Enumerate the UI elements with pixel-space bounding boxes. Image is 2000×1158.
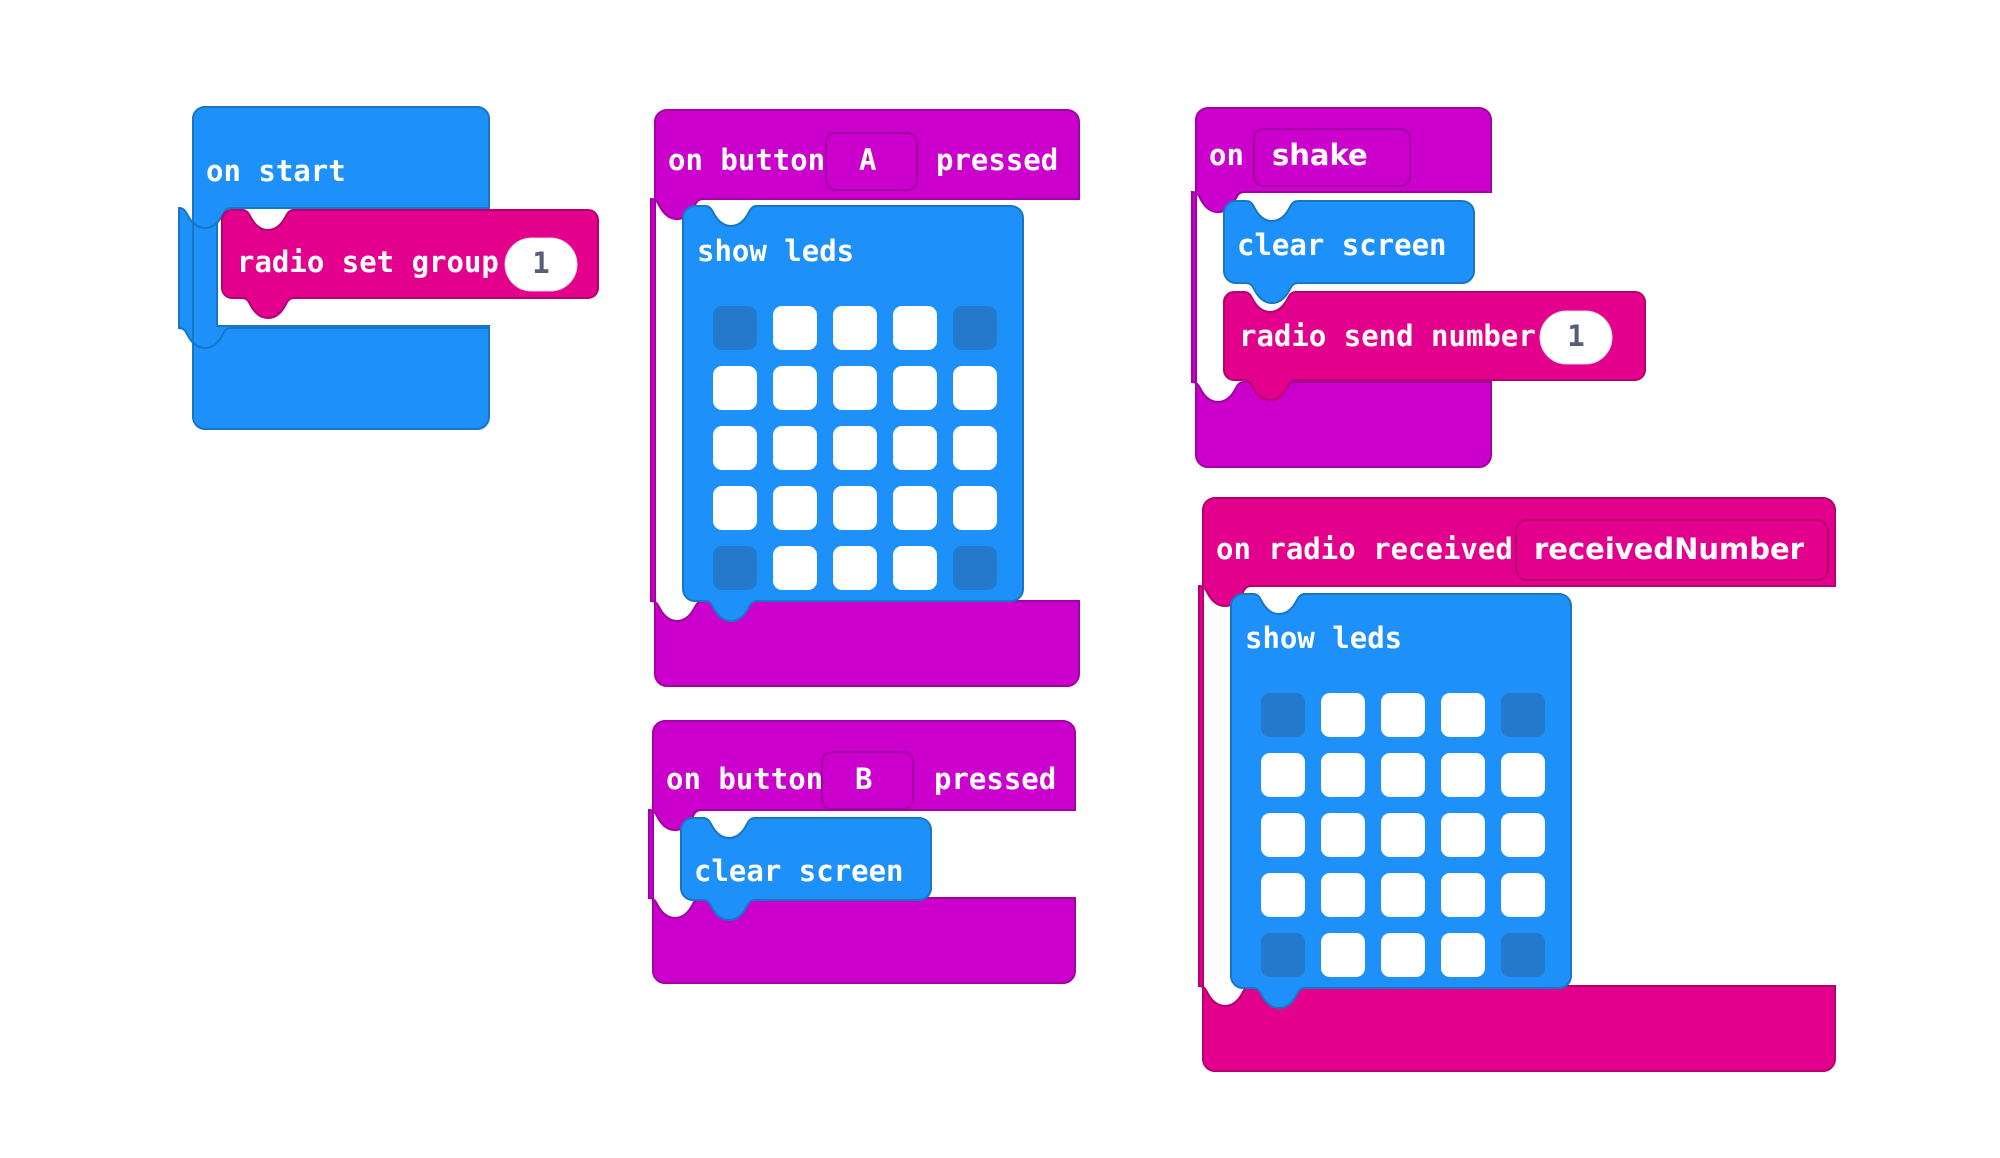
led-a-1-3[interactable] [893, 366, 937, 410]
led-a-1-2[interactable] [833, 366, 877, 410]
on-button-pressed-block-b[interactable] [648, 720, 1076, 984]
led-a-2-3[interactable] [893, 426, 937, 470]
led-r-3-0[interactable] [1261, 873, 1305, 917]
led-a-3-2[interactable] [833, 486, 877, 530]
led-a-4-2[interactable] [833, 546, 877, 590]
button-select-b[interactable] [821, 751, 914, 810]
led-matrix-radio[interactable] [1261, 693, 1545, 977]
send-number-value: 1 [1567, 319, 1584, 353]
led-r-0-4[interactable] [1501, 693, 1545, 737]
led-a-3-1[interactable] [773, 486, 817, 530]
gesture-select[interactable] [1253, 128, 1411, 187]
show-leds-label-a: show leds [697, 234, 854, 268]
led-a-2-4[interactable] [953, 426, 997, 470]
on-button-label-b-post: pressed [934, 762, 1056, 796]
led-a-2-0[interactable] [713, 426, 757, 470]
radio-send-number-label: radio send number [1239, 319, 1536, 353]
on-start-block-body[interactable] [178, 106, 490, 430]
led-matrix-a[interactable] [713, 306, 997, 590]
led-r-4-3[interactable] [1441, 933, 1485, 977]
show-leds-label-radio: show leds [1245, 621, 1402, 655]
send-number-field[interactable] [1539, 310, 1613, 365]
led-r-3-4[interactable] [1501, 873, 1545, 917]
radio-set-group-block[interactable] [221, 209, 599, 320]
on-start-script[interactable]: on start radio set group 1 [178, 106, 599, 430]
on-start-label: on start [206, 154, 346, 188]
led-r-4-2[interactable] [1381, 933, 1425, 977]
led-r-2-1[interactable] [1321, 813, 1365, 857]
led-a-0-2[interactable] [833, 306, 877, 350]
led-a-4-1[interactable] [773, 546, 817, 590]
received-number-param[interactable] [1515, 519, 1829, 581]
on-button-a-script[interactable]: on button A pressed show leds [650, 109, 1080, 687]
led-a-0-0[interactable] [713, 306, 757, 350]
on-radio-received-script[interactable]: on radio received receivedNumber show le… [1198, 497, 1836, 1072]
led-a-0-3[interactable] [893, 306, 937, 350]
led-a-2-1[interactable] [773, 426, 817, 470]
clear-screen-block-b[interactable] [680, 817, 932, 922]
led-r-3-1[interactable] [1321, 873, 1365, 917]
led-r-0-2[interactable] [1381, 693, 1425, 737]
led-r-1-0[interactable] [1261, 753, 1305, 797]
button-select-a[interactable] [825, 132, 918, 191]
group-number-value: 1 [532, 246, 549, 280]
led-r-4-4[interactable] [1501, 933, 1545, 977]
radio-send-number-block[interactable] [1223, 291, 1646, 402]
led-a-4-3[interactable] [893, 546, 937, 590]
led-r-2-0[interactable] [1261, 813, 1305, 857]
received-number-param-value: receivedNumber [1534, 532, 1805, 566]
led-r-2-2[interactable] [1381, 813, 1425, 857]
led-r-0-0[interactable] [1261, 693, 1305, 737]
led-a-3-4[interactable] [953, 486, 997, 530]
clear-screen-block-shake[interactable] [1223, 200, 1475, 305]
led-a-1-1[interactable] [773, 366, 817, 410]
button-select-b-value: B [855, 762, 872, 796]
show-leds-block-a[interactable] [682, 205, 1024, 623]
clear-screen-label-b: clear screen [694, 854, 904, 888]
led-r-4-1[interactable] [1321, 933, 1365, 977]
on-button-b-script[interactable]: on button B pressed clear screen [648, 720, 1076, 984]
on-button-label-b-pre: on button [666, 762, 823, 796]
button-select-a-value: A [859, 143, 876, 177]
show-leds-block-radio[interactable] [1230, 593, 1572, 1010]
led-a-1-0[interactable] [713, 366, 757, 410]
group-number-field[interactable] [504, 237, 578, 292]
on-radio-received-label: on radio received [1216, 532, 1513, 566]
clear-screen-label-shake: clear screen [1237, 228, 1447, 262]
led-r-1-2[interactable] [1381, 753, 1425, 797]
on-button-pressed-block-a[interactable] [650, 109, 1080, 687]
led-a-2-2[interactable] [833, 426, 877, 470]
gesture-select-value: shake [1272, 138, 1368, 172]
led-r-2-3[interactable] [1441, 813, 1485, 857]
led-a-0-1[interactable] [773, 306, 817, 350]
on-shake-script[interactable]: on shake clear screen radio send number … [1191, 107, 1646, 468]
on-gesture-label-pre: on [1209, 138, 1244, 172]
led-a-4-4[interactable] [953, 546, 997, 590]
led-r-1-4[interactable] [1501, 753, 1545, 797]
led-a-3-0[interactable] [713, 486, 757, 530]
led-a-0-4[interactable] [953, 306, 997, 350]
led-a-3-3[interactable] [893, 486, 937, 530]
radio-set-group-label: radio set group [237, 245, 499, 279]
led-r-0-1[interactable] [1321, 693, 1365, 737]
led-r-4-0[interactable] [1261, 933, 1305, 977]
led-a-1-4[interactable] [953, 366, 997, 410]
led-r-3-3[interactable] [1441, 873, 1485, 917]
led-r-3-2[interactable] [1381, 873, 1425, 917]
led-r-0-3[interactable] [1441, 693, 1485, 737]
led-r-1-1[interactable] [1321, 753, 1365, 797]
led-r-1-3[interactable] [1441, 753, 1485, 797]
on-button-label-a-pre: on button [668, 143, 825, 177]
on-button-label-a-post: pressed [936, 143, 1058, 177]
led-r-2-4[interactable] [1501, 813, 1545, 857]
led-a-4-0[interactable] [713, 546, 757, 590]
